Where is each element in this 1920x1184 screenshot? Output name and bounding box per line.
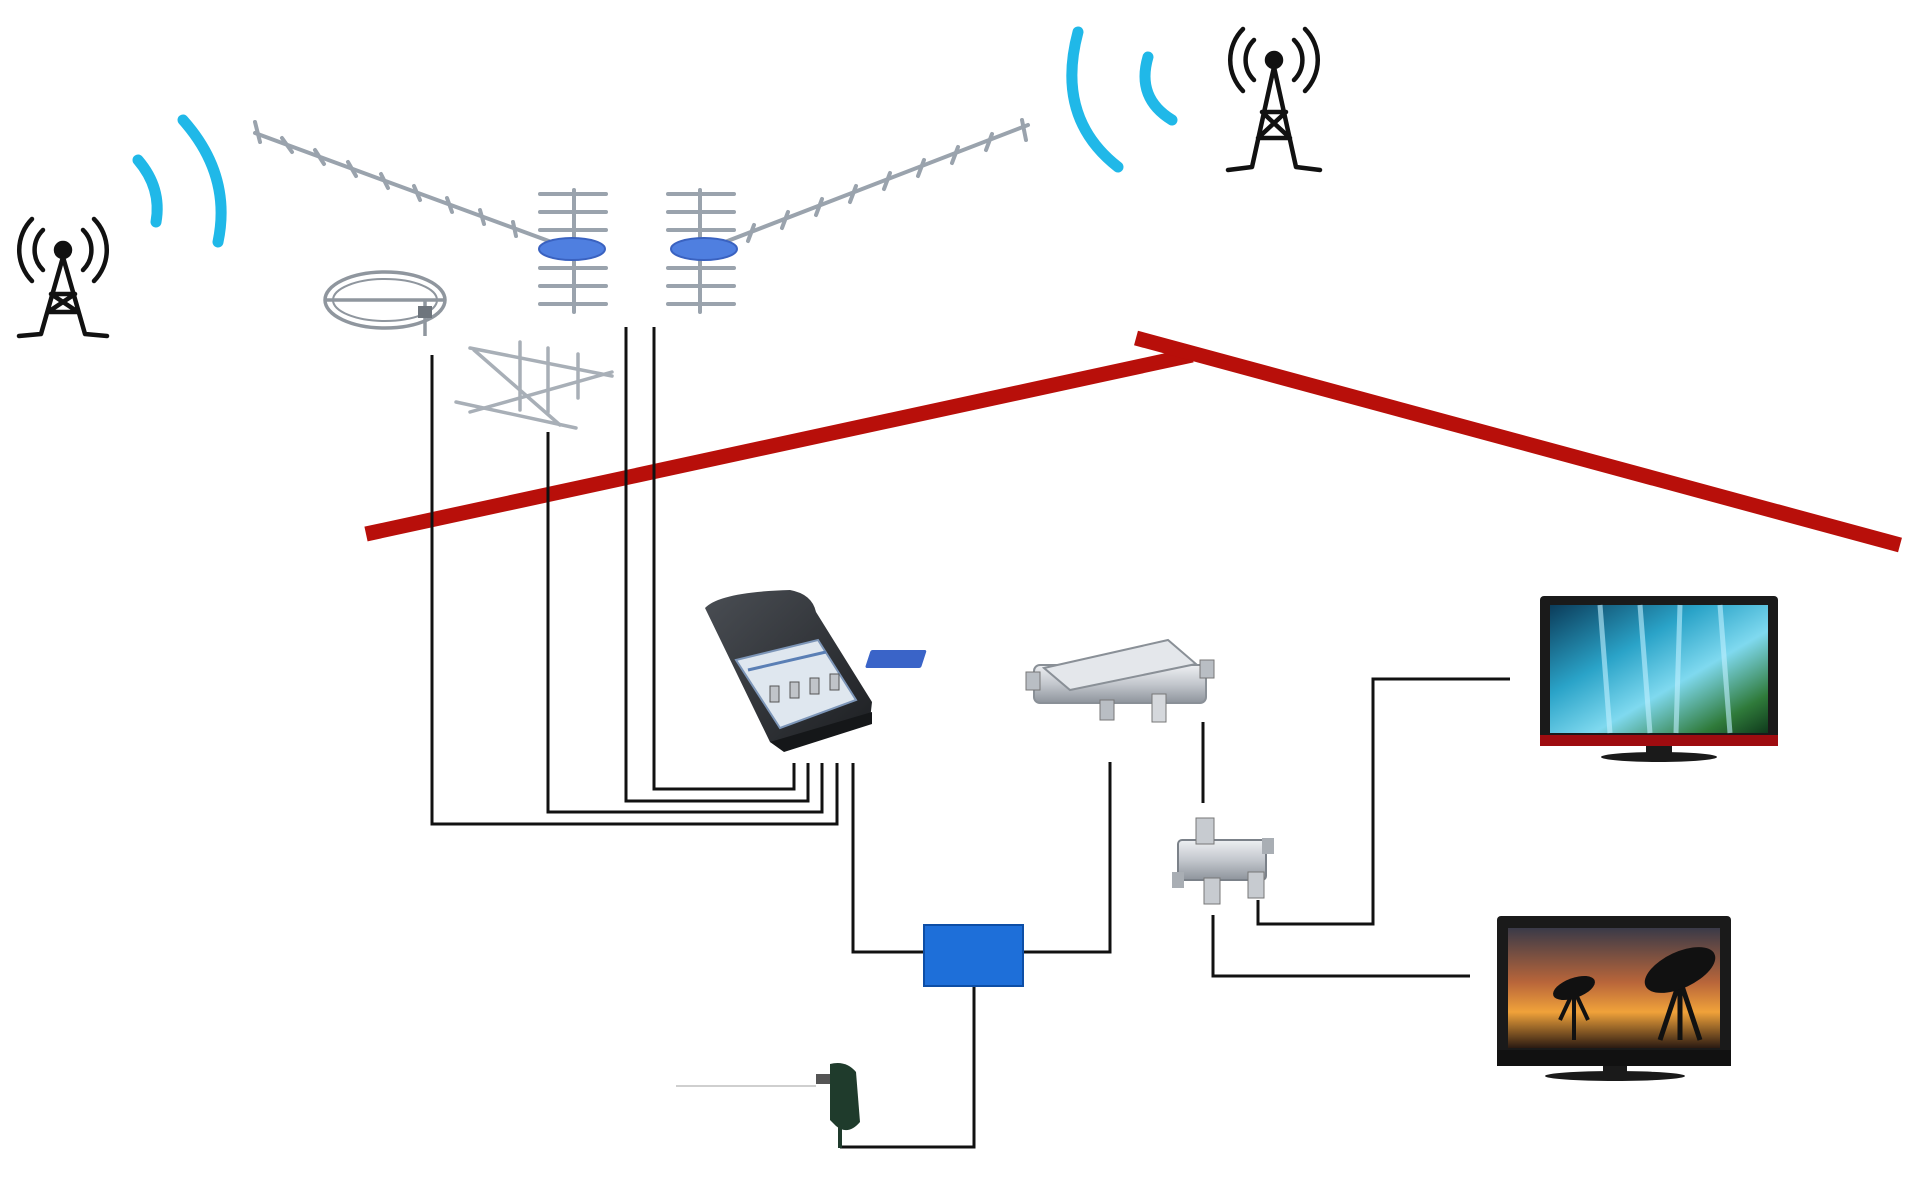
roof-right-slope	[1134, 330, 1902, 553]
cable-amplifier-to-power-inserter	[851, 763, 924, 954]
roof-left-slope	[364, 347, 1194, 542]
signal-waves-icon	[132, 114, 227, 248]
vhf-yagi-antenna-icon	[454, 340, 614, 430]
tv-satellite-dish-icon	[1497, 916, 1731, 1081]
tv-waterfall-icon	[1540, 596, 1778, 762]
broadcast-tower-icon	[16, 216, 110, 339]
cable-power-inserter-to-adapter	[840, 986, 976, 1149]
power-inserter-box	[923, 924, 1024, 987]
cable-uhf-right-to-amplifier	[652, 327, 796, 791]
cables	[430, 327, 1510, 1149]
mast-amplifier-icon	[705, 590, 872, 752]
uhf-yagi-antenna-icon	[253, 120, 608, 314]
uhf-yagi-antenna-icon	[666, 118, 1030, 314]
cable-vhf-to-amplifier	[546, 432, 824, 814]
cable-uhf-left-to-amplifier	[624, 327, 810, 803]
signal-waves-icon	[1066, 26, 1178, 173]
cable-splitter-to-tv-bottom	[1211, 915, 1470, 978]
power-adapter-icon	[816, 1063, 860, 1148]
cable-splitter-to-tv-top	[1256, 677, 1510, 926]
two-way-splitter-icon	[1172, 817, 1274, 905]
cable-power-inserter-to-inline-amp	[1023, 762, 1112, 954]
cable-fm-to-amplifier	[430, 355, 839, 826]
inline-amplifier-icon	[865, 638, 1215, 723]
fm-loop-antenna-icon	[323, 270, 447, 336]
broadcast-tower-icon	[1225, 26, 1323, 173]
roof-line	[364, 330, 1902, 553]
